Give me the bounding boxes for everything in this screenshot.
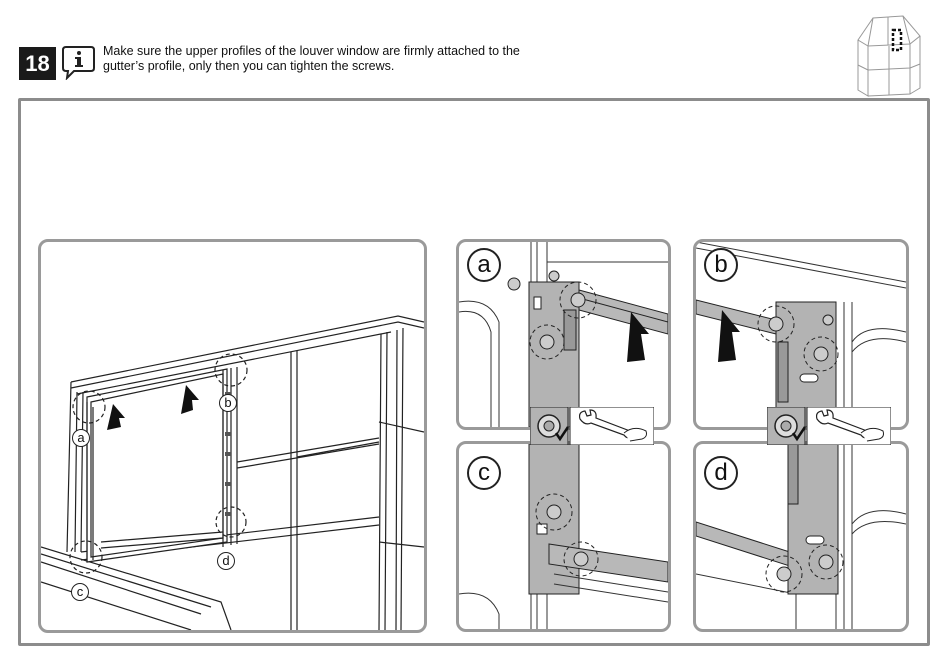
callout-label-c: c: [71, 583, 89, 601]
detail-label-d: d: [704, 456, 738, 490]
detail-label-a: a: [467, 248, 501, 282]
greenhouse-overview-drawing: [41, 242, 424, 630]
instruction-text: Make sure the upper profiles of the louv…: [103, 44, 523, 74]
detail-label-c: c: [467, 456, 501, 490]
instruction-line-2: gutter’s profile, only then you can tigh…: [103, 59, 523, 74]
detail-panel-b: b: [693, 239, 909, 430]
callout-label-a: a: [72, 429, 90, 447]
tighten-inset-left: [530, 407, 654, 445]
greenhouse-thumbnail-icon: [848, 10, 928, 98]
info-icon: [60, 44, 96, 80]
detail-panel-d: d: [693, 441, 909, 632]
detail-label-b: b: [704, 248, 738, 282]
instruction-line-1: Make sure the upper profiles of the louv…: [103, 44, 523, 59]
callout-label-d: d: [217, 552, 235, 570]
detail-panel-c: c: [456, 441, 671, 632]
tighten-inset-right: [767, 407, 891, 445]
detail-panel-a: a: [456, 239, 671, 430]
overview-panel: a b c d: [38, 239, 427, 633]
callout-label-b: b: [219, 394, 237, 412]
step-number: 18: [19, 47, 56, 80]
